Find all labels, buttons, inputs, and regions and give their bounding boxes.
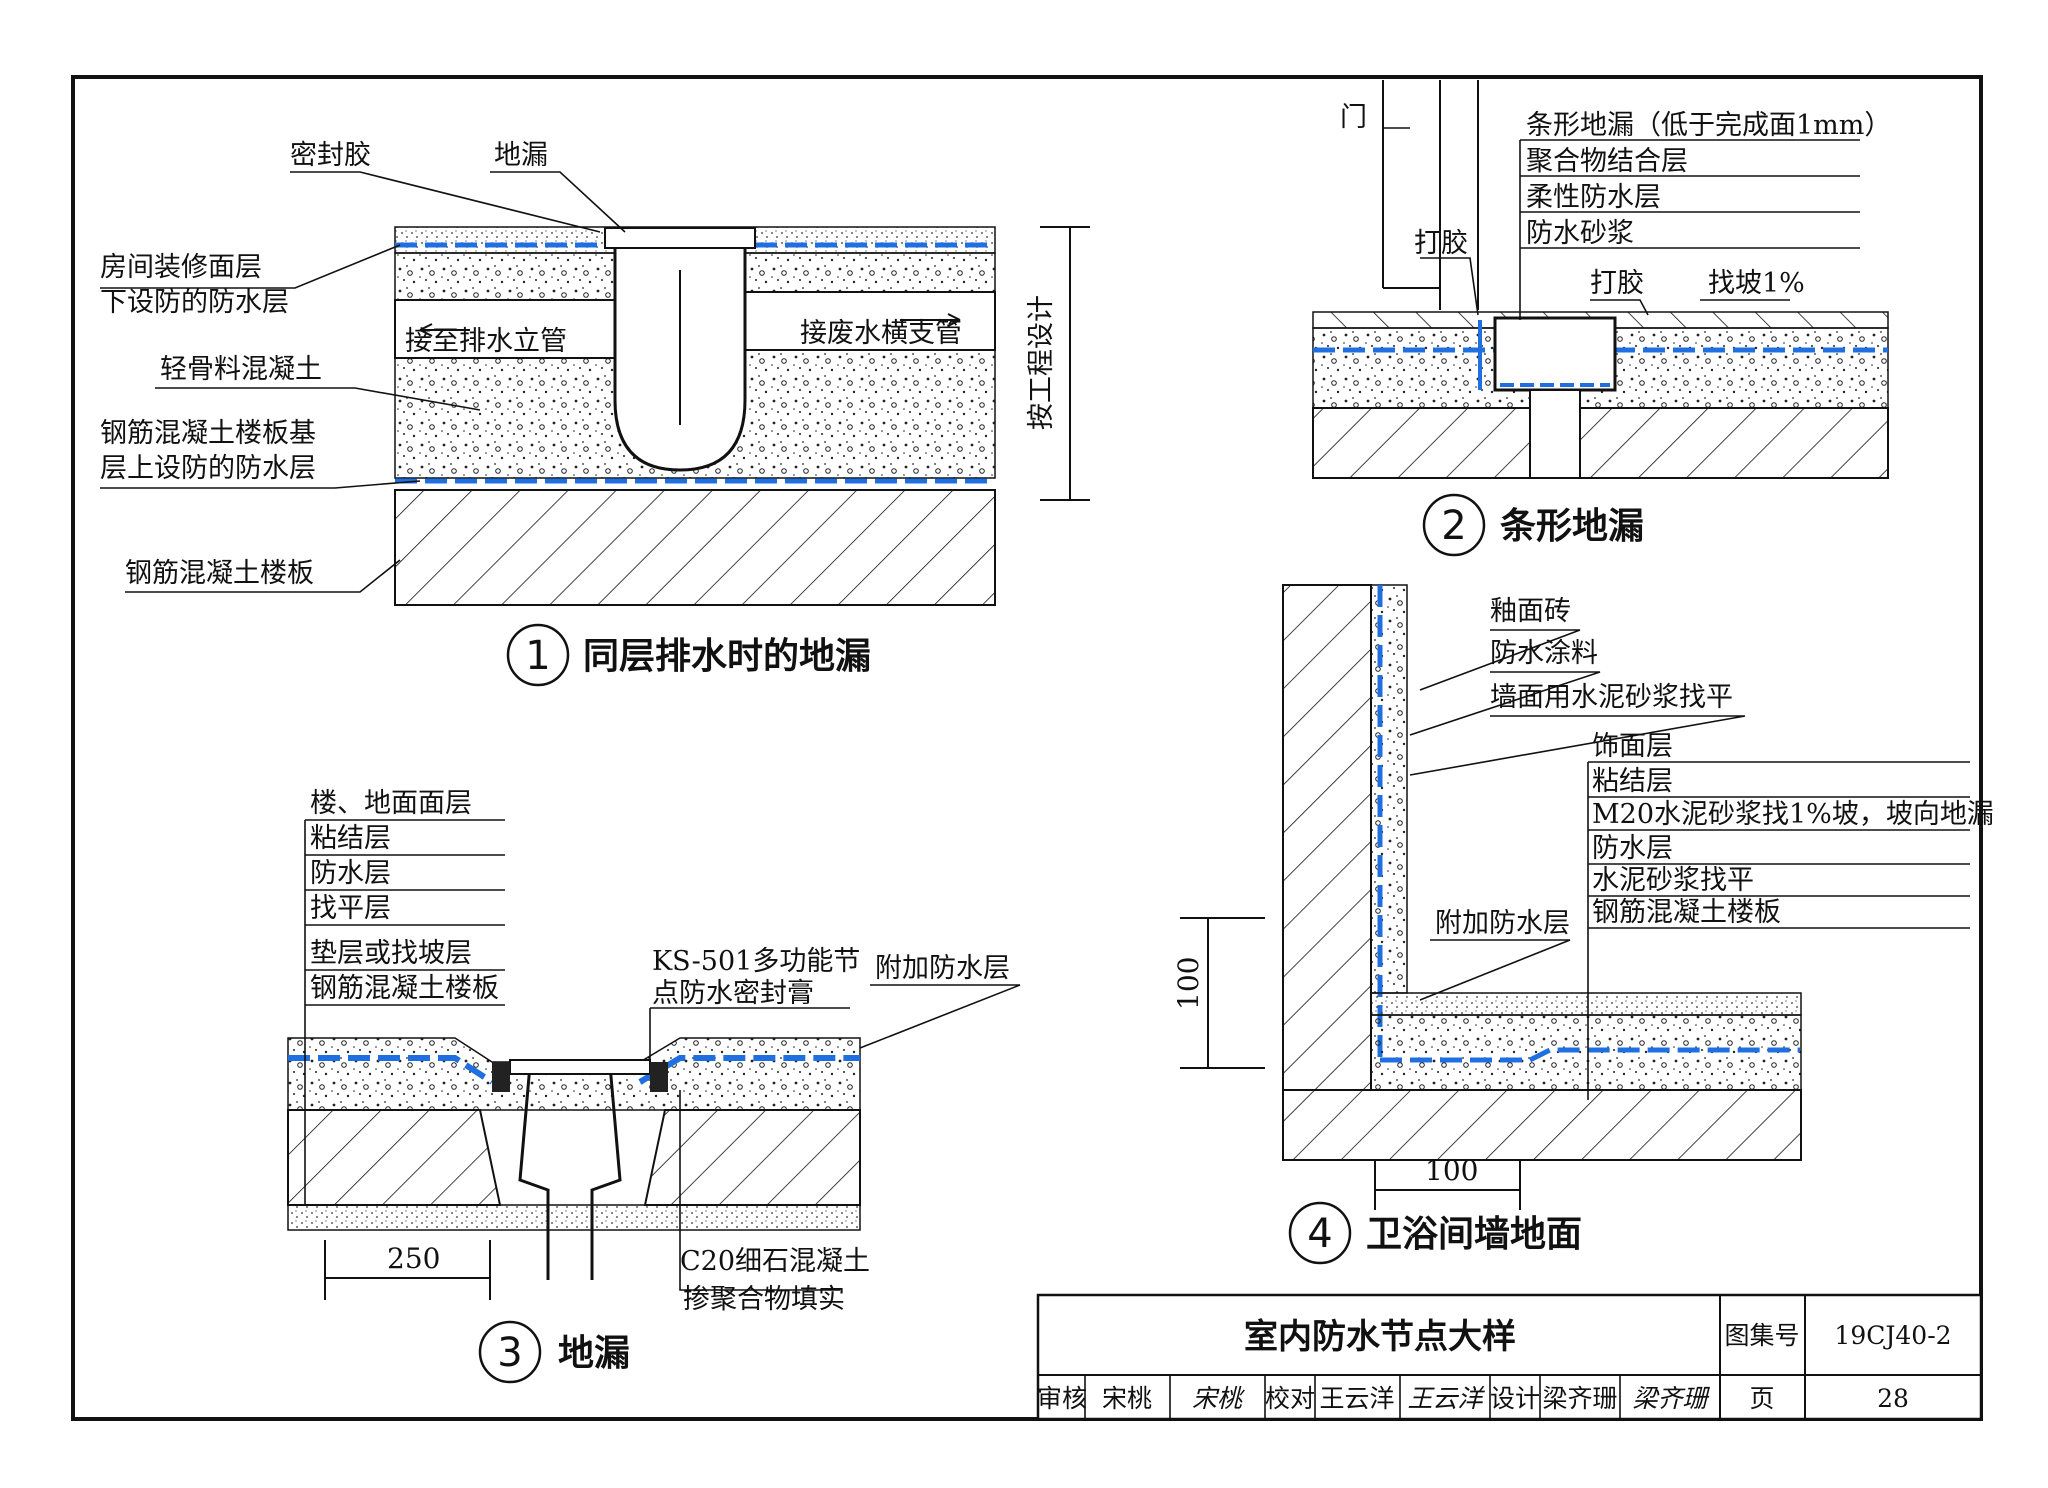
d2-strip-drain: [1493, 316, 1617, 392]
d2-slab: [1312, 407, 1889, 479]
d3-drain-grate: [509, 1059, 651, 1075]
d4-floor-waterproof: [1380, 1047, 1800, 1063]
detail-1: [100, 171, 1090, 606]
d1-label-floor-drain: 地漏: [494, 140, 548, 171]
d3-layer-6: 钢筋混凝土楼板: [310, 973, 499, 1004]
d3-slab-right: [643, 1109, 861, 1206]
title-block-designer: 梁齐珊: [1542, 1384, 1617, 1413]
d4-wall-label-2: 防水涂料: [1490, 638, 1598, 669]
d2-caption-circle: [1422, 493, 1486, 557]
d1-label-finish-2: 下设防的防水层: [100, 287, 289, 318]
d2-label-door: 门: [1340, 102, 1367, 133]
title-block-checker-signature: 王云洋: [1407, 1384, 1485, 1413]
d3-caption: 地漏: [558, 1333, 630, 1374]
d1-caption: 同层排水时的地漏: [583, 636, 871, 677]
d3-dim-250: 250: [387, 1242, 440, 1275]
title-block-review-label: 审核: [1037, 1384, 1087, 1413]
d4-floor-layer-6: 钢筋混凝土楼板: [1592, 897, 1781, 928]
d3-label-c20-1: C20细石混凝土: [680, 1246, 870, 1277]
title-block-checker: 王云洋: [1319, 1384, 1394, 1413]
d1-label-slab-wp-2: 层上设防的防水层: [100, 453, 316, 484]
title-block: [1036, 1293, 1983, 1421]
d4-dim-100-h: 100: [1425, 1154, 1478, 1187]
d1-label-connect-branch: 接废水横支管: [800, 318, 962, 349]
d4-caption-number: 4: [1307, 1211, 1332, 1257]
d2-label-strip-drain: 条形地漏（低于完成面1mm）: [1526, 110, 1891, 141]
d2-label-glue-left: 打胶: [1414, 228, 1468, 259]
d4-floor-layer-5: 水泥砂浆找平: [1592, 865, 1754, 896]
d4-floor-layer-2: 粘结层: [1592, 766, 1673, 797]
detail-3: [287, 819, 1021, 1300]
d2-caption: 条形地漏: [1500, 506, 1644, 547]
d1-label-finish-1: 房间装修面层: [100, 252, 262, 283]
d4-wall: [1282, 584, 1372, 1091]
d1-label-rc-slab: 钢筋混凝土楼板: [125, 558, 314, 589]
sheet-border: [71, 75, 1983, 1421]
d2-label-flexible-wp: 柔性防水层: [1526, 182, 1661, 213]
title-block-atlas-label: 图集号: [1724, 1321, 1799, 1350]
d4-floor-layer-3: M20水泥砂浆找1%坡，坡向地漏: [1592, 799, 1994, 830]
detail-2: [1312, 80, 1889, 479]
title-block-page-no: 28: [1877, 1384, 1909, 1413]
d1-drain-grate: [604, 227, 756, 249]
d3-drain-body: [518, 1064, 622, 1280]
title-block-reviewer: 宋桃: [1102, 1384, 1152, 1413]
d3-caption-circle: [478, 1320, 542, 1384]
d2-label-wp-mortar: 防水砂浆: [1526, 218, 1634, 249]
d2-label-polymer: 聚合物结合层: [1526, 146, 1688, 177]
d4-wall-label-3: 墙面用水泥砂浆找平: [1490, 682, 1733, 713]
title-block-reviewer-signature: 宋桃: [1192, 1384, 1245, 1413]
title-block-page-label: 页: [1749, 1384, 1774, 1413]
d4-wall-label-1: 釉面砖: [1490, 596, 1571, 627]
d3-label-additional-wp: 附加防水层: [875, 953, 1010, 984]
d4-floor-layer-4: 防水层: [1592, 833, 1673, 864]
d3-slab-left: [287, 1109, 502, 1206]
detail-4: [1180, 584, 1970, 1210]
title-block-design-label: 设计: [1490, 1384, 1540, 1413]
d4-slab: [1282, 1089, 1802, 1161]
d1-label-per-design: 按工程设计: [1026, 295, 1057, 430]
d4-label-additional-wp: 附加防水层: [1435, 908, 1570, 939]
d3-label-ks501-2: 点防水密封膏: [652, 978, 814, 1009]
title-block-designer-signature: 梁齐珊: [1632, 1384, 1710, 1413]
d2-caption-number: 2: [1441, 503, 1466, 549]
d4-floor-layer-1: 饰面层: [1592, 731, 1673, 762]
d4-caption-circle: [1288, 1201, 1352, 1265]
d1-label-connect-stack: 接至排水立管: [405, 326, 567, 357]
d3-seal-left: [492, 1062, 510, 1092]
d4-dim-100-v: 100: [1172, 957, 1205, 1010]
title-block-title: 室内防水节点大样: [1244, 1317, 1516, 1357]
d3-label-ks501-1: KS-501多功能节: [652, 946, 860, 977]
d1-label-sealant: 密封胶: [290, 140, 371, 171]
d4-caption: 卫浴间墙地面: [1366, 1214, 1582, 1255]
d3-caption-number: 3: [497, 1330, 522, 1376]
d1-label-slab-wp-1: 钢筋混凝土楼板基: [100, 418, 316, 449]
d2-label-glue-right: 打胶: [1590, 268, 1644, 299]
d3-layer-3: 防水层: [310, 858, 391, 889]
d2-label-slope: 找坡1%: [1708, 268, 1805, 299]
d4-floor-mortar: [1370, 1014, 1802, 1091]
d1-caption-circle: [506, 623, 570, 687]
d3-layer-5: 垫层或找坡层: [310, 938, 472, 969]
d3-layer-4: 找平层: [310, 893, 391, 924]
d3-label-c20-2: 掺聚合物填实: [683, 1284, 845, 1315]
d1-label-lw-concrete: 轻骨料混凝土: [160, 354, 322, 385]
title-block-check-label: 校对: [1265, 1384, 1315, 1413]
d3-layer-2: 粘结层: [310, 823, 391, 854]
d3-layer-1: 楼、地面面层: [310, 788, 472, 819]
d1-rc-slab: [394, 489, 996, 606]
d4-wall-mortar: [1370, 584, 1408, 994]
d1-caption-number: 1: [525, 633, 550, 679]
d3-seal-right: [650, 1062, 668, 1092]
title-block-atlas-no: 19CJ40-2: [1834, 1321, 1951, 1350]
